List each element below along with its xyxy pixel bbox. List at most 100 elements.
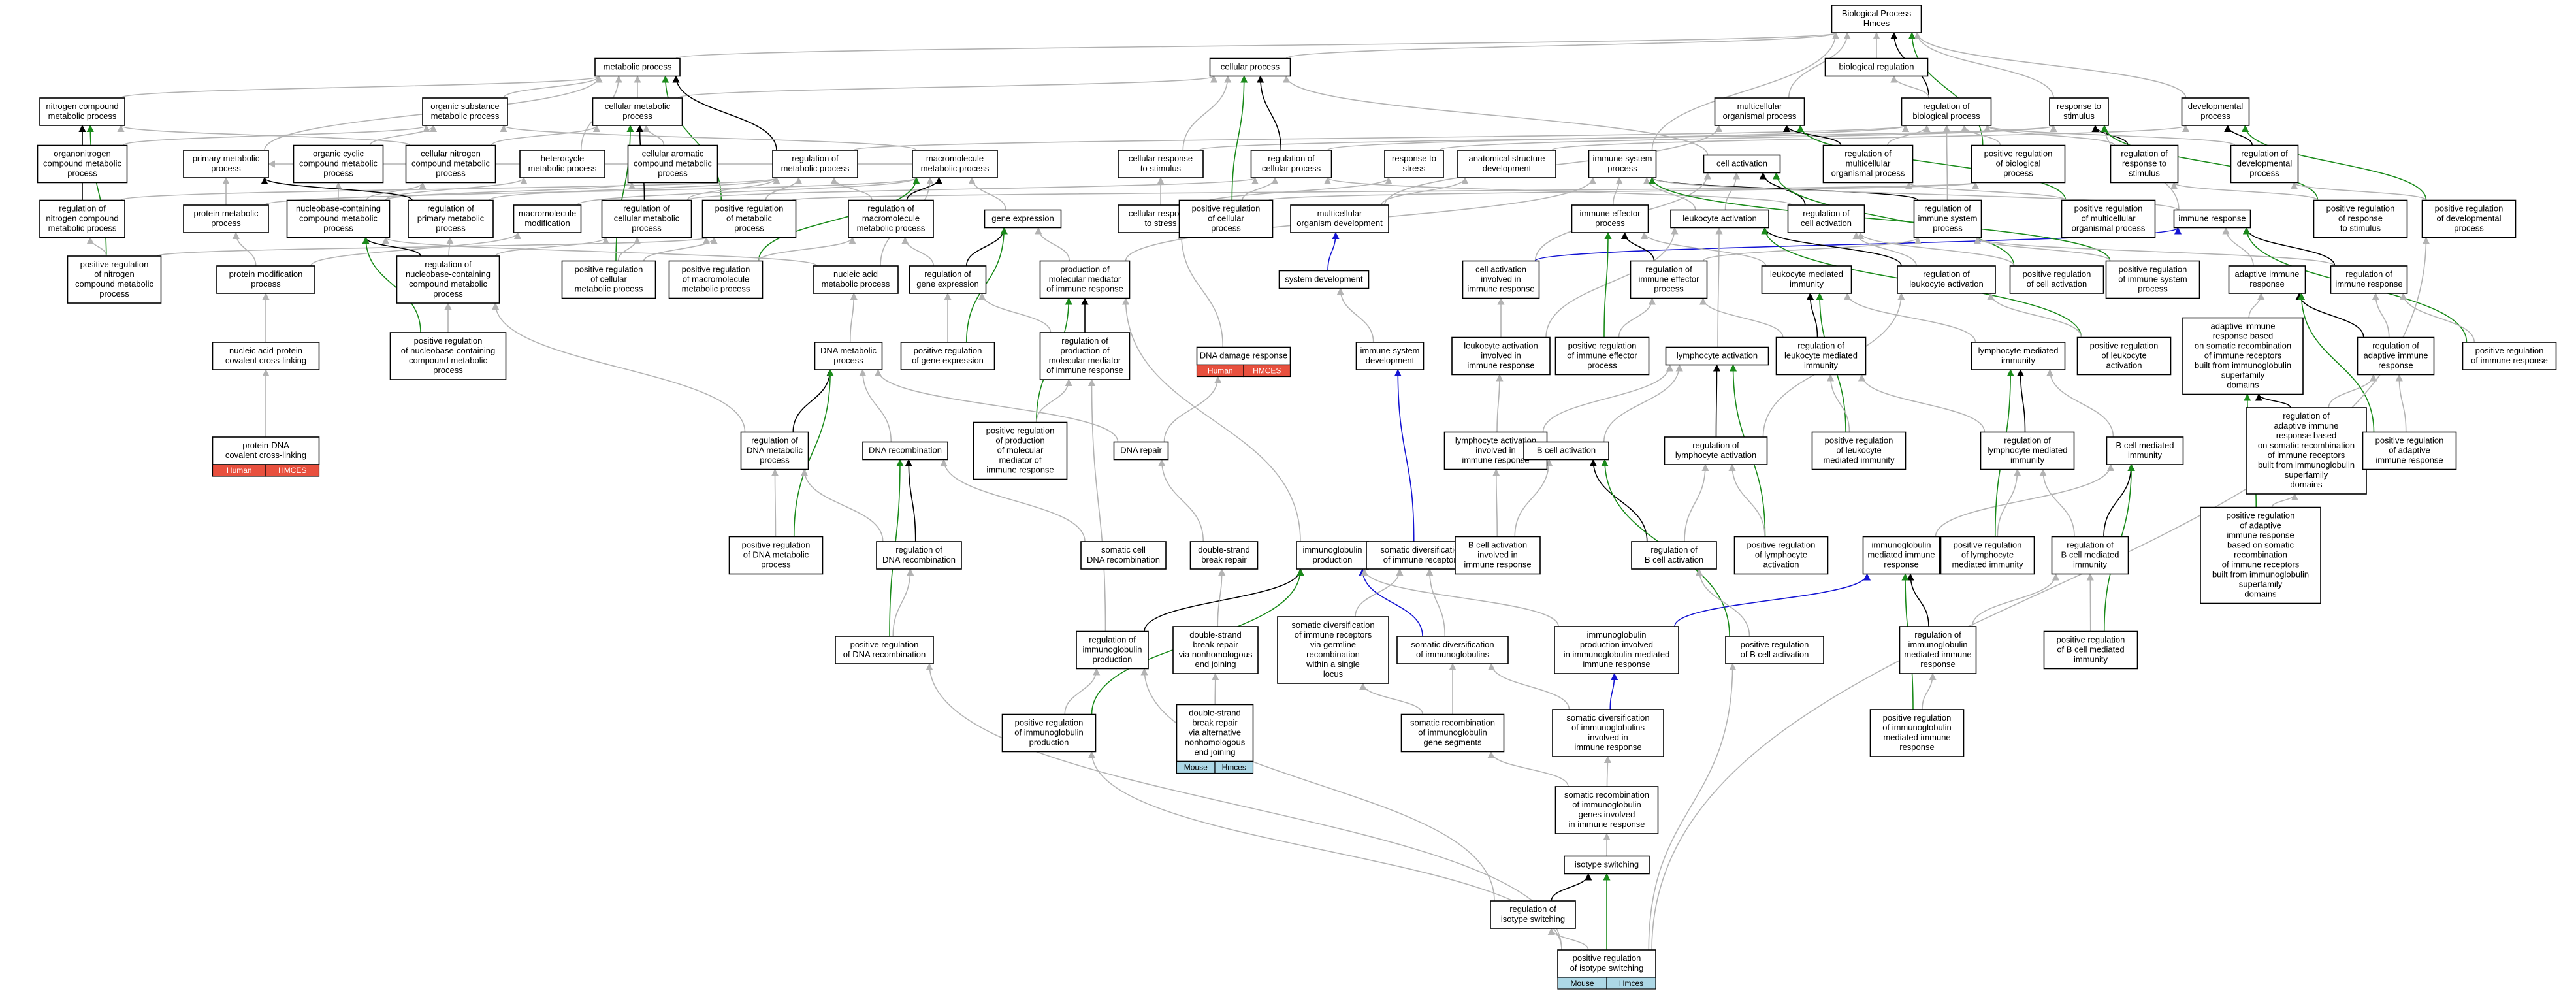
relation-edge-is-a (1487, 751, 1569, 787)
go-term-label: B cell activation (1537, 446, 1596, 455)
go-term-label: activation (1763, 560, 1799, 570)
go-term-label: regulation of (2372, 341, 2419, 351)
go-term-label: immune response (1583, 659, 1650, 669)
go-term-label: break repair (1192, 718, 1238, 728)
go-term-box (848, 199, 934, 238)
go-term-box (1899, 626, 1977, 674)
go-term-label: positive regulation (850, 640, 919, 649)
go-term-label: metabolic process (528, 163, 597, 173)
go-term-box (2362, 431, 2457, 470)
go-term-box (2049, 97, 2109, 126)
relation-edge-is-a (2372, 292, 2390, 338)
go-term-node: cell activation (1703, 154, 1781, 174)
go-term-label: regulation of (1650, 545, 1698, 555)
go-term-label: metabolic process (822, 279, 890, 289)
relation-edge-is-a (1381, 176, 1469, 206)
relation-edge-part-of (2242, 227, 2336, 267)
go-term-box (1462, 260, 1540, 299)
go-term-label: of leukocyte (1836, 446, 1881, 455)
go-term-label: cellular metabolic (614, 214, 680, 223)
go-term-box (876, 541, 962, 570)
relation-edge-is-a (1182, 75, 1232, 151)
go-term-label: immunity (1804, 361, 1839, 370)
go-term-label: of immune receptors (1383, 555, 1461, 564)
go-term-box (1714, 97, 1805, 126)
go-term-box (1490, 900, 1576, 929)
relation-edge-positively-regulates (1908, 31, 1984, 146)
go-term-box (1296, 541, 1369, 570)
relation-edge-is-a (2086, 573, 2094, 632)
go-term-box (39, 199, 125, 238)
relation-edge-is-a (1922, 672, 1937, 710)
go-term-label: molecular mediator (1049, 274, 1121, 284)
go-term-label: somatic diversification (1411, 640, 1494, 649)
go-term-label: positive regulation (414, 336, 483, 346)
go-term-label: compound metabolic (75, 279, 153, 289)
go-term-label: DNA metabolic (820, 346, 877, 355)
go-term-label: somatic recombination (1564, 790, 1649, 800)
go-term-label: of gene expression (912, 355, 984, 365)
go-term-label: compound metabolic (634, 159, 712, 169)
relation-edge-is-a (385, 176, 528, 201)
go-term-box (1189, 541, 1259, 570)
go-term-box (592, 97, 683, 126)
relation-edge-is-a (1547, 927, 1589, 951)
go-term-label: process (734, 223, 764, 233)
relation-edge-is-a (1242, 176, 1279, 201)
go-term-label: response (2378, 361, 2413, 370)
relation-edge-is-a (1542, 364, 1674, 432)
go-term-label: production (1313, 555, 1353, 564)
relation-edge-positively-regulates (662, 75, 722, 201)
go-term-box (1523, 441, 1609, 461)
go-term-box (1664, 436, 1768, 465)
go-term-label: stress (1403, 163, 1426, 173)
go-term-label: process (1933, 223, 1963, 233)
go-term-node: leukocyte activation (1670, 209, 1769, 229)
go-term-label: positive regulation (2375, 436, 2444, 446)
go-term-label: positive regulation (1825, 436, 1893, 446)
go-term-box (1901, 97, 1992, 126)
go-term-label: process (2138, 284, 2168, 294)
go-term-label: involved in (1481, 274, 1521, 284)
go-term-label: lymphocyte activation (1455, 436, 1536, 446)
go-term-label: on somatic recombination (2258, 440, 2355, 450)
go-term-label: response based (2213, 331, 2274, 341)
go-term-label: in immune response (1568, 819, 1645, 829)
go-term-label: B cell activation (1468, 540, 1527, 550)
go-term-label: immunity (1790, 279, 1824, 289)
relation-edge-is-a (1514, 459, 1553, 537)
go-term-label: stimulus (2063, 111, 2095, 121)
go-term-label: production (1029, 738, 1069, 747)
go-term-node: lymphocyte activation (1665, 346, 1769, 366)
go-term-label: superfamily (2285, 470, 2328, 480)
go-term-node: gene expression (984, 209, 1062, 229)
go-term-node: biological regulation (1824, 57, 1929, 77)
annotation-cell (265, 464, 320, 477)
relation-edge-is-a (1087, 378, 1106, 632)
go-term-box (1665, 346, 1769, 366)
go-term-box (2330, 265, 2408, 294)
go-term-box (1554, 626, 1679, 674)
go-term-label: of immunoglobulin (1882, 723, 1952, 732)
relation-edge-is-a (1702, 237, 1922, 262)
go-term-box (772, 150, 858, 178)
go-term-node: isotype switching (1564, 855, 1650, 875)
human-annotation-label: Human (1208, 367, 1233, 376)
mouse-annotation-label: Mouse (1184, 763, 1208, 772)
go-term-label: of response (2338, 214, 2383, 223)
relation-edge-is-a (120, 75, 603, 99)
go-term-label: somatic cell (1101, 545, 1146, 555)
go-term-label: response (2249, 279, 2284, 289)
